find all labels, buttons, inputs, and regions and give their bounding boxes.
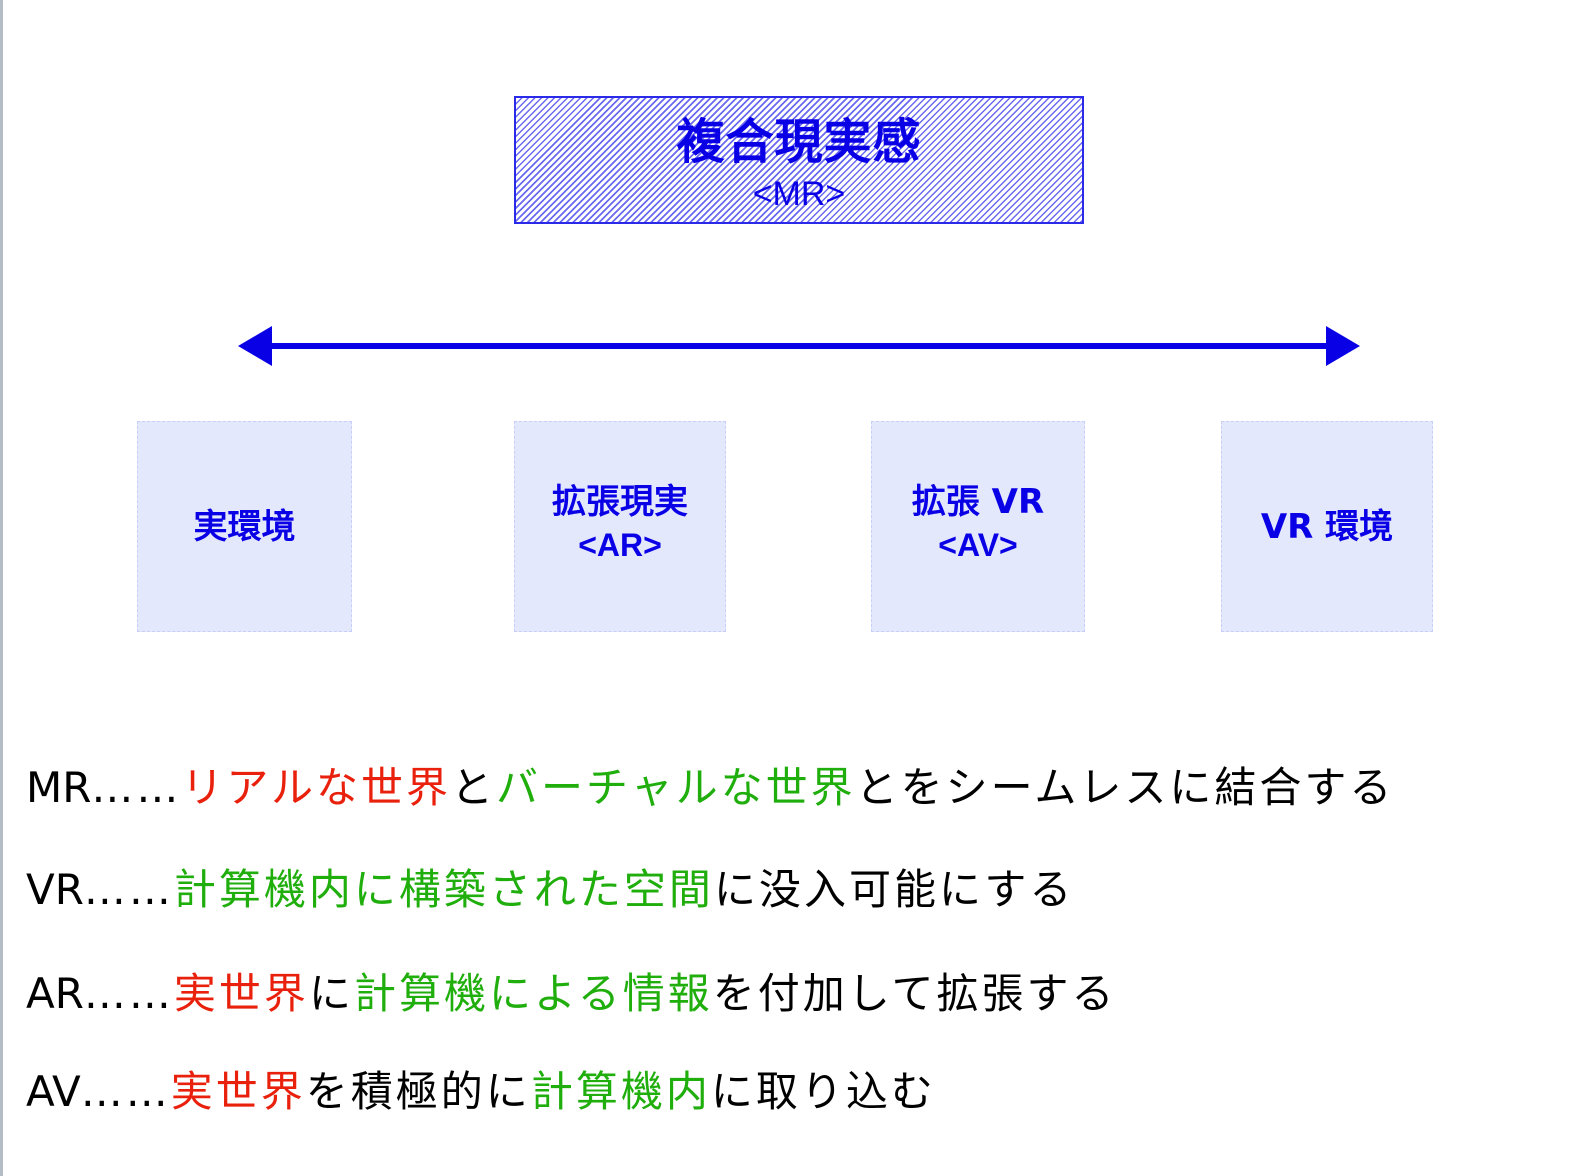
category-augmented-reality: 拡張現実 <AR>	[514, 421, 726, 632]
mr-box-subtitle: <MR>	[752, 175, 846, 213]
category-label: 実環境	[193, 506, 296, 547]
arrow-head-right-icon	[1326, 326, 1360, 366]
category-abbreviation: <AR>	[578, 526, 662, 563]
arrow-head-left-icon	[238, 326, 272, 366]
definition-segment: を付加して拡張する	[712, 969, 1117, 1018]
definition-segment: を積極的に	[305, 1067, 531, 1116]
category-real-environment: 実環境	[137, 421, 352, 632]
definition-av: AV……実世界を積極的に計算機内に取り込む	[26, 1064, 936, 1120]
definition-separator: ……	[83, 969, 174, 1018]
definition-term: AV	[26, 1067, 81, 1116]
definition-term: AR	[26, 969, 84, 1018]
category-vr-environment: VR 環境	[1221, 421, 1433, 632]
definition-segment: に取り込む	[710, 1067, 936, 1116]
definition-segment: とをシームレスに結合する	[855, 763, 1395, 812]
definition-separator: ……	[83, 865, 174, 914]
left-border-rule	[0, 0, 3, 1176]
definition-vr: VR……計算機内に構築された空間に没入可能にする	[26, 862, 1074, 918]
definition-segment: 計算機による情報	[353, 969, 713, 1018]
category-label: VR 環境	[1260, 506, 1394, 547]
definition-separator: ……	[80, 1067, 171, 1116]
mr-box-title: 複合現実感	[676, 114, 922, 170]
definition-segment: 計算機内	[530, 1067, 711, 1116]
definition-segment: 実世界	[173, 969, 309, 1018]
definition-segment: に没入可能にする	[713, 865, 1075, 914]
definition-term: MR	[26, 763, 92, 812]
definition-segment: リアルな世界	[181, 763, 452, 812]
category-augmented-virtuality: 拡張 VR <AV>	[871, 421, 1085, 632]
continuum-double-arrow	[238, 326, 1360, 366]
definition-ar: AR……実世界に計算機による情報を付加して拡張する	[26, 966, 1116, 1022]
category-abbreviation: <AV>	[938, 526, 1018, 563]
category-label: 拡張 VR	[911, 481, 1045, 522]
definition-term: VR	[26, 865, 84, 914]
definition-segment: に	[308, 969, 354, 1018]
definition-separator: ……	[91, 763, 182, 812]
definition-segment: と	[451, 763, 497, 812]
definition-segment: 実世界	[170, 1067, 306, 1116]
definition-segment: バーチャルな世界	[496, 763, 856, 812]
mixed-reality-box: 複合現実感 <MR>	[514, 96, 1084, 224]
definition-segment: 計算機内に構築された空間	[173, 865, 714, 914]
definition-mr: MR……リアルな世界とバーチャルな世界とをシームレスに結合する	[26, 760, 1394, 816]
category-label: 拡張現実	[552, 481, 688, 522]
